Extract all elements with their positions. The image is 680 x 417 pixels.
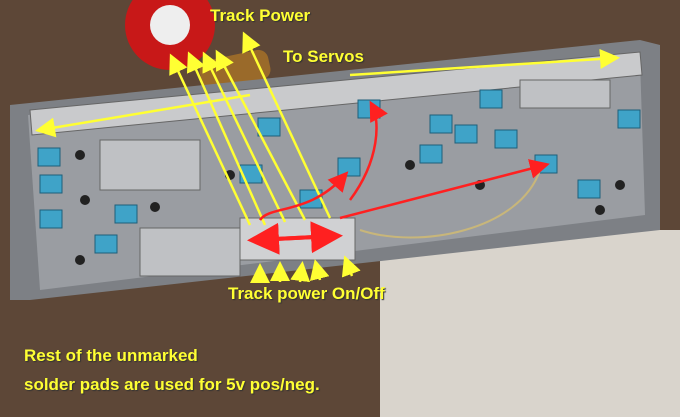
solder-pad xyxy=(99,139,201,191)
solder-pad xyxy=(139,227,241,277)
track-power-label: Track Power xyxy=(210,6,311,25)
note-line-2: solder pads are used for 5v pos/neg. xyxy=(24,375,320,394)
yellow-arrows xyxy=(35,31,620,283)
solder-pad-strip xyxy=(29,51,643,136)
note-line-1: Rest of the unmarked xyxy=(24,346,198,365)
wire xyxy=(359,169,541,239)
paper-towel xyxy=(380,230,680,417)
track-power-on-off-label: Track power On/Off xyxy=(228,284,385,303)
red-arrows xyxy=(247,100,550,255)
to-servos-label: To Servos xyxy=(283,47,364,66)
solder-pad xyxy=(519,79,611,109)
